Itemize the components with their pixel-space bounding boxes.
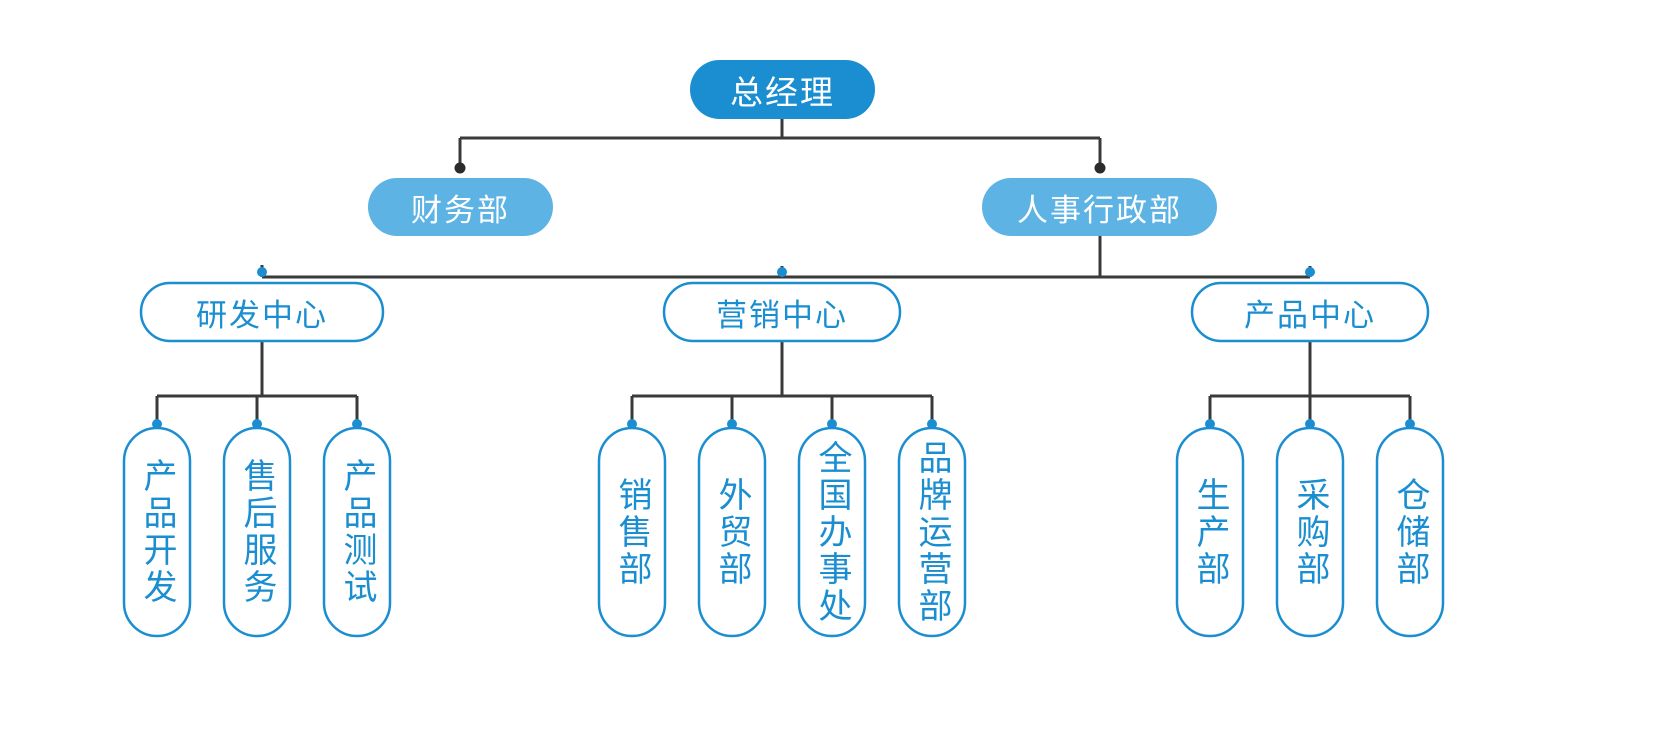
node-shape-finance-dept[interactable] (368, 178, 553, 236)
node-shape-rd-center[interactable] (139, 281, 385, 343)
connector-dots-level3 (257, 267, 1315, 277)
dot-leaf-warehouse (1405, 419, 1415, 429)
connectors-root-to-level2 (458, 119, 1102, 166)
dot-product-center (1305, 267, 1315, 277)
dot-marketing-center (777, 267, 787, 277)
node-shape-hr-admin-dept[interactable] (982, 178, 1217, 236)
dot-leaf-purchasing (1305, 419, 1315, 429)
dot-rd-center (257, 267, 267, 277)
connector-dots-group-rd (152, 419, 362, 429)
dot-hr (1094, 162, 1106, 174)
node-shape-product-center[interactable] (1190, 281, 1430, 343)
node-shape-product-testing[interactable] (322, 426, 392, 638)
node-shape-production-dept[interactable] (1175, 426, 1245, 638)
node-shape-marketing-center[interactable] (662, 281, 902, 343)
node-shape-product-development[interactable] (122, 426, 192, 638)
connectors-group-rd (155, 341, 359, 422)
dot-leaf-after-sales (252, 419, 262, 429)
node-shape-purchasing-dept[interactable] (1275, 426, 1345, 638)
node-shape-national-offices[interactable] (797, 426, 867, 638)
connectors-group-product (1208, 341, 1412, 422)
dot-leaf-product-dev (152, 419, 162, 429)
dot-leaf-foreign-trade (727, 419, 737, 429)
node-shape-warehouse-dept[interactable] (1375, 426, 1445, 638)
dot-leaf-brand-ops (927, 419, 937, 429)
dot-leaf-product-test (352, 419, 362, 429)
dot-leaf-national-offices (827, 419, 837, 429)
dot-leaf-production (1205, 419, 1215, 429)
node-shape-sales-dept[interactable] (597, 426, 667, 638)
node-shape-general-manager[interactable] (690, 60, 875, 119)
connector-dots-level2 (454, 162, 1106, 174)
node-shape-foreign-trade-dept[interactable] (697, 426, 767, 638)
node-shape-brand-operations-dept[interactable] (897, 426, 967, 638)
connectors-group-marketing (630, 341, 934, 422)
connector-dots-group-product (1205, 419, 1415, 429)
dot-finance (454, 162, 466, 174)
dot-leaf-sales (627, 419, 637, 429)
connector-dots-group-marketing (627, 419, 937, 429)
node-shape-after-sales-service[interactable] (222, 426, 292, 638)
